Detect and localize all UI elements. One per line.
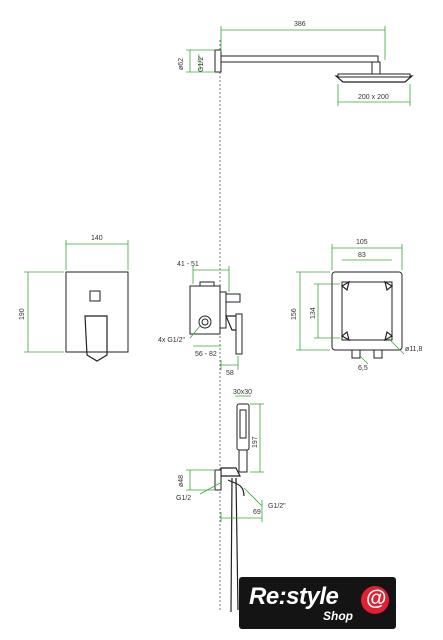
dim-outlet-dia: ø48 xyxy=(178,475,185,487)
dim-plate-width: 140 xyxy=(91,235,103,242)
dim-body-depth: 58 xyxy=(226,370,234,377)
dim-box-height-outer: 156 xyxy=(291,308,298,320)
dim-depth-range: 41 - 51 xyxy=(177,261,199,268)
dim-hole-dia: 6,5 xyxy=(358,365,368,372)
dim-install-range: 56 - 82 xyxy=(195,351,217,358)
dim-box-width-inner: 83 xyxy=(358,252,366,259)
logo-shop-text: Shop xyxy=(323,609,353,623)
rough-in-box xyxy=(296,244,405,365)
dim-head-size: 200 x 200 xyxy=(358,94,389,101)
dim-outlet-thread-right: G1/2" xyxy=(268,503,286,510)
dim-outlet-thread-left: G1/2 xyxy=(176,495,191,502)
dim-box-height-inner: 134 xyxy=(310,307,317,319)
logo-brand-text: Re:style xyxy=(249,583,339,610)
dim-ceiling-thread: G1/2" xyxy=(198,54,205,72)
dim-arm-length: 386 xyxy=(294,21,306,28)
dimension-labels: 386 ø62 G1/2" 200 x 200 140 190 41 - 51 … xyxy=(19,21,422,516)
dim-plate-height: 190 xyxy=(19,308,26,320)
restyle-shop-logo: Re:style Shop @ xyxy=(239,577,396,629)
cart-badge-icon: @ xyxy=(361,586,389,614)
dim-ceiling-dia: ø62 xyxy=(178,58,185,70)
dim-box-width-outer: 105 xyxy=(356,239,368,246)
mixer-side-view xyxy=(189,266,243,370)
dim-handset-length: 197 xyxy=(252,436,259,448)
dim-ports: 4x G1/2" xyxy=(158,337,186,344)
badge-glyph: @ xyxy=(366,587,387,610)
hand-shower-assembly xyxy=(186,395,264,613)
dim-outlet-depth: 69 xyxy=(253,509,261,516)
dim-fix-hole: ø11,8 xyxy=(405,346,422,353)
dim-handset-head: 30x30 xyxy=(233,389,252,396)
cover-plate-front xyxy=(24,240,129,362)
